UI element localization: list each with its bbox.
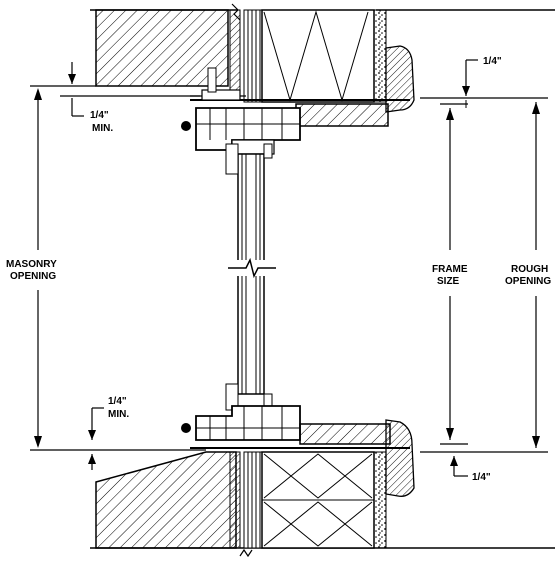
top-interior-trim — [385, 45, 415, 113]
bottom-sill-stool — [190, 419, 415, 497]
frame-size-label-line1: FRAME — [432, 264, 468, 275]
bottom-left-gap-label-line1: 1/4" — [108, 396, 127, 407]
top-left-gap-label-line2: MIN. — [92, 123, 113, 134]
frame-size-label-line2: SIZE — [437, 276, 460, 287]
top-left-gap-leader — [60, 62, 200, 117]
top-masonry-block — [90, 3, 241, 101]
top-right-gap-label: 1/4" — [483, 56, 502, 67]
rough-opening-label-line1: ROUGH — [511, 264, 548, 275]
bottom-right-gap-leader — [450, 456, 468, 477]
top-wall-framing — [243, 9, 555, 103]
bottom-window-frame — [181, 405, 301, 441]
top-head-frame — [190, 67, 410, 127]
masonry-opening-dimension — [30, 85, 206, 451]
top-window-frame — [181, 107, 301, 155]
masonry-opening-label-line2: OPENING — [10, 271, 56, 282]
glazing-unit — [225, 143, 276, 411]
top-right-gap-leader — [462, 59, 478, 108]
frame-size-dimension — [440, 103, 468, 445]
bottom-left-gap-leader — [88, 407, 104, 470]
bottom-left-gap-label-line2: MIN. — [108, 409, 129, 420]
rough-opening-dimension — [420, 97, 548, 453]
masonry-opening-label-line1: MASONRY — [6, 259, 57, 270]
bottom-right-gap-label: 1/4" — [472, 472, 491, 483]
top-left-gap-label-line1: 1/4" — [90, 110, 109, 121]
rough-opening-label-line2: OPENING — [505, 276, 551, 287]
bottom-wall-framing — [243, 451, 387, 549]
